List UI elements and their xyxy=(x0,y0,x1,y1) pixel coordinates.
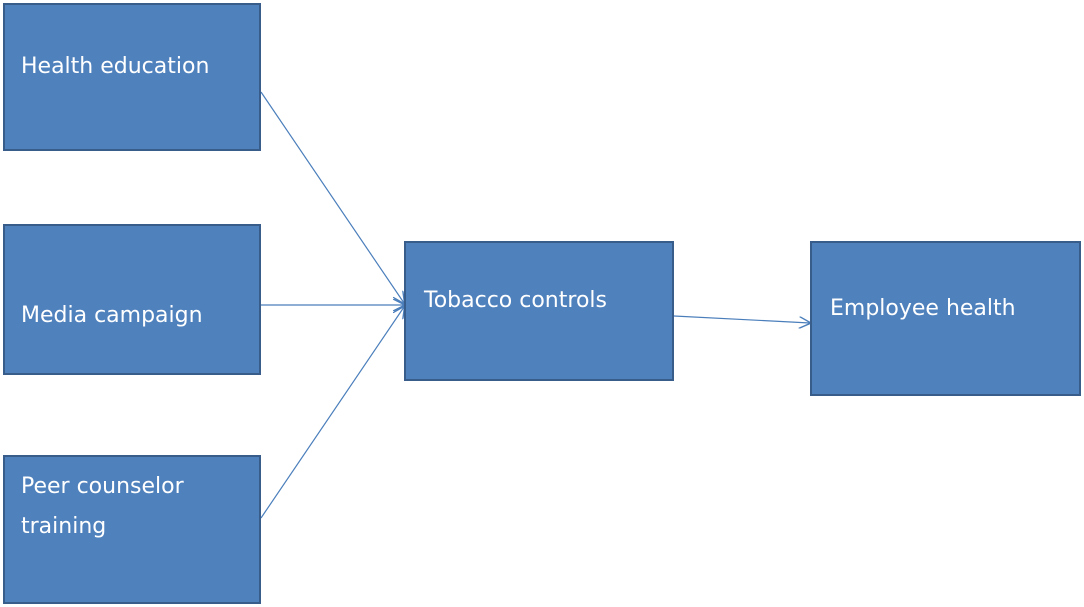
node-peer-counselor-training: Peer counselor training xyxy=(3,455,261,604)
node-media-campaign-label: Media campaign xyxy=(21,303,203,328)
node-health-education: Health education xyxy=(3,3,261,151)
node-tobacco-controls-label: Tobacco controls xyxy=(424,288,607,313)
node-peer-counselor-training-label: Peer counselor training xyxy=(21,474,184,539)
node-tobacco-controls: Tobacco controls xyxy=(404,241,674,381)
edge-health-to-tobacco xyxy=(260,91,404,303)
node-health-education-label: Health education xyxy=(21,54,210,79)
node-employee-health-label: Employee health xyxy=(830,296,1016,321)
edge-peer-to-tobacco xyxy=(260,307,404,519)
node-media-campaign: Media campaign xyxy=(3,224,261,375)
edge-tobacco-to-employee xyxy=(673,315,810,323)
node-employee-health: Employee health xyxy=(810,241,1081,396)
